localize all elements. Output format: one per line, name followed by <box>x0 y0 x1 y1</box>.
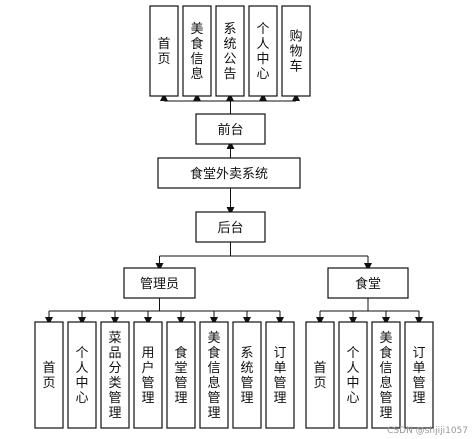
admin-module-4-label: 食堂管理 <box>174 345 187 406</box>
admin-module-2: 菜品分类管理 <box>100 321 130 429</box>
front-module-4: 购物车 <box>281 5 311 97</box>
front-module-3: 个人中心 <box>248 5 278 97</box>
admin-module-0-label: 首页 <box>42 361 55 391</box>
back-node-label: 后台 <box>217 221 243 236</box>
front-module-3-label: 个人中心 <box>256 22 269 82</box>
canteen-module-0-box <box>305 321 335 429</box>
root-node-box <box>157 157 301 189</box>
back-node: 后台 <box>195 211 266 243</box>
admin-module-7: 订单管理 <box>265 321 295 429</box>
admin-module-6-label: 系统管理 <box>240 346 253 406</box>
front-module-3-box <box>248 5 278 97</box>
front-module-2-label: 系统公告 <box>223 22 236 82</box>
admin-module-4-box <box>166 321 196 429</box>
front-node: 前台 <box>195 113 266 145</box>
admin-module-7-box <box>265 321 295 429</box>
front-module-1-label: 美食信息 <box>190 22 203 82</box>
front-module-2: 系统公告 <box>215 5 245 97</box>
admin-module-6: 系统管理 <box>232 321 262 429</box>
canteen-module-3: 订单管理 <box>404 321 434 429</box>
admin-module-3-label: 用户管理 <box>141 346 154 406</box>
admin-module-1: 个人中心 <box>67 321 97 429</box>
diagram-nodes: 首页美食信息系统公告个人中心购物车前台食堂外卖系统后台管理员食堂首页个人中心菜品… <box>34 5 434 429</box>
connector-lines <box>45 93 423 325</box>
canteen-module-1-label: 个人中心 <box>346 346 359 406</box>
admin-module-1-label: 个人中心 <box>75 346 88 406</box>
admin-module-0-box <box>34 321 64 429</box>
canteen-module-2-box <box>371 321 401 429</box>
admin-module-5-box <box>199 321 229 429</box>
front-node-box <box>195 113 266 145</box>
root-node: 食堂外卖系统 <box>157 157 301 189</box>
role-node-1: 食堂 <box>327 267 409 299</box>
canteen-module-0-label: 首页 <box>313 361 326 391</box>
admin-module-7-label: 订单管理 <box>273 346 286 406</box>
front-module-1: 美食信息 <box>182 5 212 97</box>
role-node-1-box <box>327 267 409 299</box>
admin-module-3: 用户管理 <box>133 321 163 429</box>
role-node-0-box <box>123 267 196 299</box>
admin-module-4: 食堂管理 <box>166 321 196 429</box>
front-node-label: 前台 <box>217 122 243 138</box>
front-module-1-box <box>182 5 212 97</box>
admin-module-1-box <box>67 321 97 429</box>
admin-module-0: 首页 <box>34 321 64 429</box>
admin-module-6-box <box>232 321 262 429</box>
role-node-1-label: 食堂 <box>355 276 381 292</box>
admin-module-2-box <box>100 321 130 429</box>
role-node-0: 管理员 <box>123 267 196 299</box>
admin-module-2-label: 菜品分类管理 <box>108 331 121 421</box>
front-module-0-box <box>149 5 179 97</box>
canteen-module-3-box <box>404 321 434 429</box>
role-node-0-label: 管理员 <box>140 277 179 292</box>
front-module-4-label: 购物车 <box>289 29 302 75</box>
admin-module-5: 美食信息管理 <box>199 321 229 429</box>
front-module-0: 首页 <box>149 5 179 97</box>
canteen-module-0: 首页 <box>305 321 335 429</box>
canteen-module-1-box <box>338 321 368 429</box>
canteen-module-2: 美食信息管理 <box>371 321 401 429</box>
watermark: CSDN @shjiji1057 <box>387 426 468 436</box>
front-module-0-label: 首页 <box>157 37 170 67</box>
admin-module-5-label: 美食信息管理 <box>207 331 220 421</box>
front-module-2-box <box>215 5 245 97</box>
canteen-module-2-label: 美食信息管理 <box>379 331 392 421</box>
root-node-label: 食堂外卖系统 <box>190 166 268 182</box>
admin-module-3-box <box>133 321 163 429</box>
canteen-module-3-label: 订单管理 <box>412 346 425 406</box>
front-module-4-box <box>281 5 311 97</box>
back-node-box <box>195 211 266 243</box>
canteen-module-1: 个人中心 <box>338 321 368 429</box>
